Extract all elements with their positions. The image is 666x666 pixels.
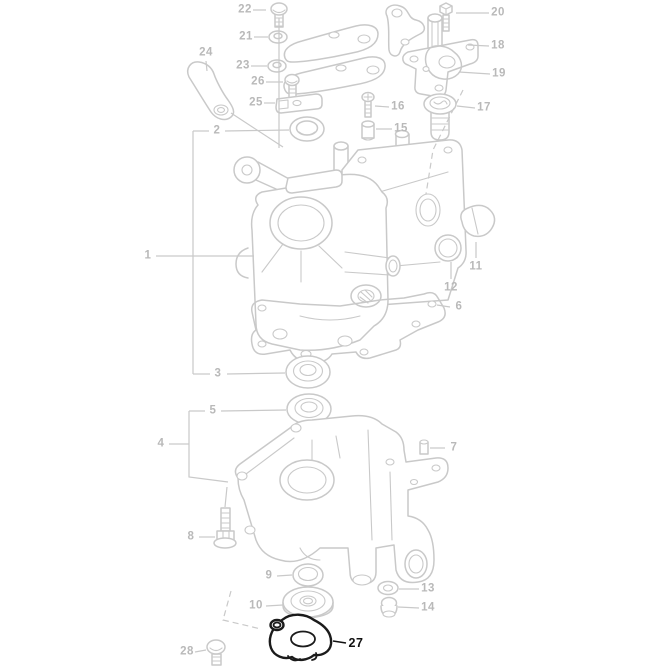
callout-9[interactable]: 9 bbox=[265, 569, 273, 582]
leader-line bbox=[467, 44, 490, 47]
leader-line bbox=[425, 89, 464, 195]
callout-6[interactable]: 6 bbox=[455, 300, 463, 313]
part-plate-upper bbox=[283, 24, 379, 63]
leader-line bbox=[276, 574, 293, 577]
callout-26[interactable]: 26 bbox=[251, 75, 265, 88]
callout-27[interactable]: 27 bbox=[348, 635, 364, 650]
callout-24[interactable]: 24 bbox=[199, 46, 213, 59]
callout-2[interactable]: 2 bbox=[213, 124, 221, 137]
part-cap-11 bbox=[460, 204, 496, 238]
part-anode-27-highlighted bbox=[268, 613, 333, 662]
part-bearing-5 bbox=[286, 393, 332, 425]
callout-18[interactable]: 18 bbox=[491, 39, 505, 52]
part-crankcase-4 bbox=[234, 414, 449, 586]
part-bolt-20 bbox=[439, 2, 453, 32]
leader-line bbox=[205, 60, 208, 72]
callout-15[interactable]: 15 bbox=[394, 122, 408, 135]
part-seal-9 bbox=[292, 563, 324, 587]
callout-19[interactable]: 19 bbox=[492, 67, 506, 80]
callout-25[interactable]: 25 bbox=[249, 96, 263, 109]
callout-20[interactable]: 20 bbox=[491, 6, 505, 19]
leader-line bbox=[188, 411, 229, 483]
leader-lines bbox=[156, 9, 491, 653]
leader-line bbox=[224, 129, 290, 132]
callout-21[interactable]: 21 bbox=[239, 30, 253, 43]
callout-5[interactable]: 5 bbox=[209, 404, 217, 417]
leader-line bbox=[332, 640, 347, 644]
part-screw-26 bbox=[284, 73, 300, 99]
leader-line bbox=[456, 105, 476, 109]
callout-17[interactable]: 17 bbox=[477, 101, 491, 114]
leader-line bbox=[220, 409, 287, 412]
leader-line bbox=[436, 304, 451, 308]
part-bearing-3 bbox=[285, 355, 331, 389]
callout-22[interactable]: 22 bbox=[238, 3, 252, 16]
leader-line bbox=[397, 606, 420, 609]
part-thermostat-17 bbox=[423, 93, 457, 141]
part-spacer-15 bbox=[361, 120, 375, 141]
part-tube-24 bbox=[187, 61, 235, 121]
callout-3[interactable]: 3 bbox=[214, 367, 222, 380]
callout-10[interactable]: 10 bbox=[249, 599, 263, 612]
leader-line bbox=[226, 372, 286, 375]
callout-13[interactable]: 13 bbox=[421, 582, 435, 595]
part-washer-21 bbox=[268, 30, 288, 44]
leader-line bbox=[194, 649, 207, 653]
part-plate-25 bbox=[275, 93, 323, 114]
part-screw-28 bbox=[206, 639, 226, 666]
callout-11[interactable]: 11 bbox=[469, 260, 483, 273]
part-gasket-6 bbox=[250, 291, 446, 364]
part-oring-12 bbox=[434, 234, 462, 262]
part-washer-13 bbox=[377, 580, 399, 596]
callout-16[interactable]: 16 bbox=[391, 100, 405, 113]
part-bolt-16 bbox=[361, 91, 375, 118]
callout-7[interactable]: 7 bbox=[450, 441, 458, 454]
part-bolt-8 bbox=[213, 507, 237, 549]
leader-line bbox=[224, 486, 228, 508]
part-plug-14 bbox=[380, 596, 398, 618]
part-pin-7 bbox=[419, 439, 429, 455]
callout-1[interactable]: 1 bbox=[144, 249, 152, 262]
part-pump-assembly-18 bbox=[385, 4, 463, 80]
callout-14[interactable]: 14 bbox=[421, 601, 435, 614]
callout-12[interactable]: 12 bbox=[444, 281, 458, 294]
callout-4[interactable]: 4 bbox=[157, 437, 165, 450]
leader-line bbox=[265, 604, 284, 607]
callout-23[interactable]: 23 bbox=[236, 59, 250, 72]
callout-8[interactable]: 8 bbox=[187, 530, 195, 543]
part-washer-23 bbox=[267, 59, 287, 73]
leader-line bbox=[222, 590, 262, 630]
leader-line bbox=[374, 105, 390, 108]
callout-28[interactable]: 28 bbox=[180, 645, 194, 658]
part-oil-seal-2 bbox=[289, 116, 325, 142]
leader-line bbox=[458, 71, 491, 75]
